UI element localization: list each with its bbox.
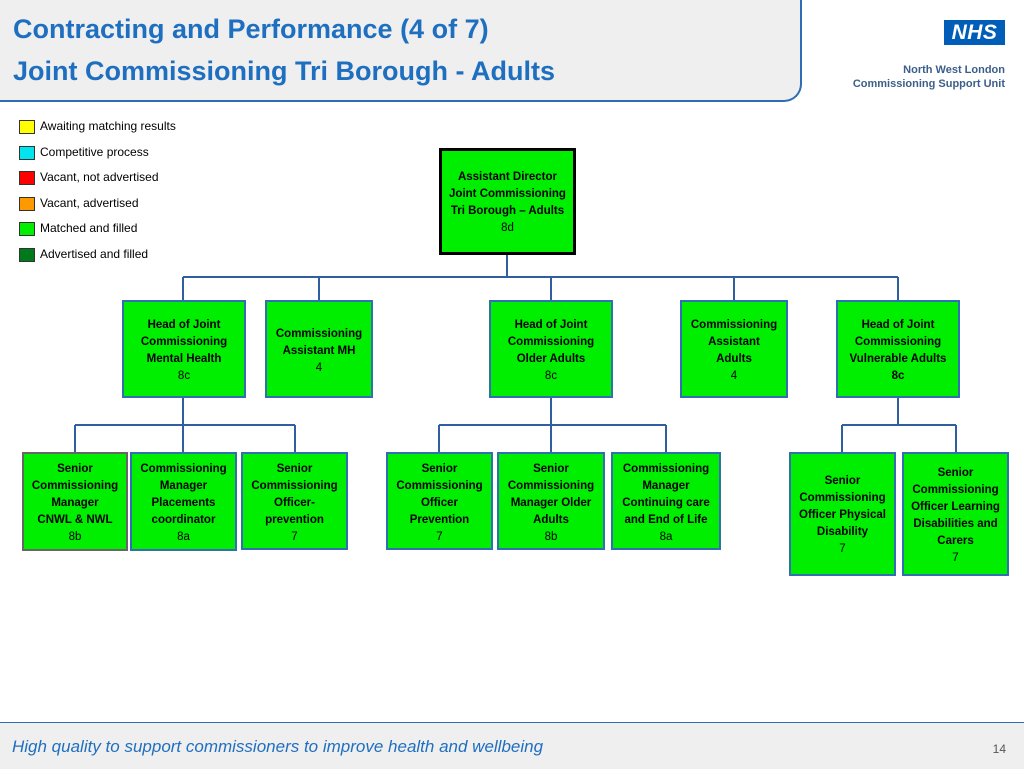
org-name-line2: Commissioning Support Unit [852,78,1005,90]
role-grade: 8b [544,531,558,543]
org-box-officer-prevention-older: Senior Commissioning Officer Prevention … [386,452,493,550]
role-grade: 7 [952,552,959,564]
role-grade: 7 [839,543,846,555]
role-title: Senior Commissioning Manager Older Adult… [507,463,595,526]
role-grade: 8d [501,222,514,234]
footer-tagline: High quality to support commissioners to… [12,737,544,756]
role-grade: 7 [436,531,443,543]
legend-swatch [19,248,35,262]
org-box-assistant-director: Assistant Director Joint Commissioning T… [439,148,576,255]
legend-label: Advertised and filled [40,247,149,261]
page-title: Contracting and Performance (4 of 7) [13,14,489,44]
legend-label: Awaiting matching results [40,119,176,133]
org-box-commissioning-assistant-adults: Commissioning Assistant Adults 4 [680,300,788,398]
legend-swatch [19,197,35,211]
role-title: Assistant Director Joint Commissioning T… [449,171,566,217]
org-box-commissioning-assistant-mh: Commissioning Assistant MH 4 [265,300,373,398]
footer-bar: High quality to support commissioners to… [0,722,1024,769]
legend-label: Vacant, advertised [40,196,139,210]
role-title: Commissioning Assistant MH [275,328,363,357]
org-box-officer-prevention-mh: Senior Commissioning Officer- prevention… [241,452,348,550]
legend-label: Vacant, not advertised [40,170,159,184]
org-box-head-mental-health: Head of Joint Commissioning Mental Healt… [122,300,246,398]
role-title: Senior Commissioning Officer Physical Di… [799,475,886,538]
legend-label: Competitive process [40,145,149,159]
org-name-line1: North West London [903,64,1005,76]
role-grade: 8c [891,370,905,382]
org-box-officer-physical-disability: Senior Commissioning Officer Physical Di… [789,452,896,576]
role-title: Head of Joint Commissioning Mental Healt… [140,319,228,365]
legend-label: Matched and filled [40,221,138,235]
role-grade: 8c [544,370,558,382]
role-grade: 8b [68,531,82,543]
role-title: Senior Commissioning Manager CNWL & NWL [31,463,119,526]
org-box-head-older-adults: Head of Joint Commissioning Older Adults… [489,300,613,398]
legend-swatch [19,222,35,236]
legend-swatch [19,146,35,160]
role-title: Head of Joint Commissioning Vulnerable A… [849,319,947,365]
role-title: Senior Commissioning Officer Prevention [396,463,483,526]
title-banner: Contracting and Performance (4 of 7) Joi… [0,0,802,102]
role-grade: 8a [659,531,673,543]
role-title: Commissioning Manager Placements coordin… [140,463,227,526]
org-box-continuing-care-manager: Commissioning Manager Continuing care an… [611,452,721,550]
role-grade: 4 [730,370,738,382]
role-title: Commissioning Assistant Adults [690,319,778,365]
role-grade: 8a [177,531,190,543]
role-grade: 7 [291,531,298,543]
page-number: 14 [992,742,1006,756]
legend-swatch [19,120,35,134]
org-box-head-vulnerable-adults: Head of Joint Commissioning Vulnerable A… [836,300,960,398]
org-box-placements-coordinator: Commissioning Manager Placements coordin… [130,452,237,551]
legend-swatch [19,171,35,185]
org-box-senior-manager-cnwl: Senior Commissioning Manager CNWL & NWL … [22,452,128,551]
role-grade: 8c [177,370,191,382]
role-title: Senior Commissioning Officer- prevention [251,463,338,526]
nhs-logo: NHS [944,20,1005,45]
role-title: Commissioning Manager Continuing care an… [622,463,710,526]
role-title: Head of Joint Commissioning Older Adults [507,319,595,365]
org-box-senior-manager-older-adults: Senior Commissioning Manager Older Adult… [497,452,605,550]
role-grade: 4 [315,362,323,374]
role-title: Senior Commissioning Officer Learning Di… [911,467,1000,547]
org-box-officer-learning-disabilities: Senior Commissioning Officer Learning Di… [902,452,1009,576]
page-subtitle: Joint Commissioning Tri Borough - Adults [13,56,555,86]
